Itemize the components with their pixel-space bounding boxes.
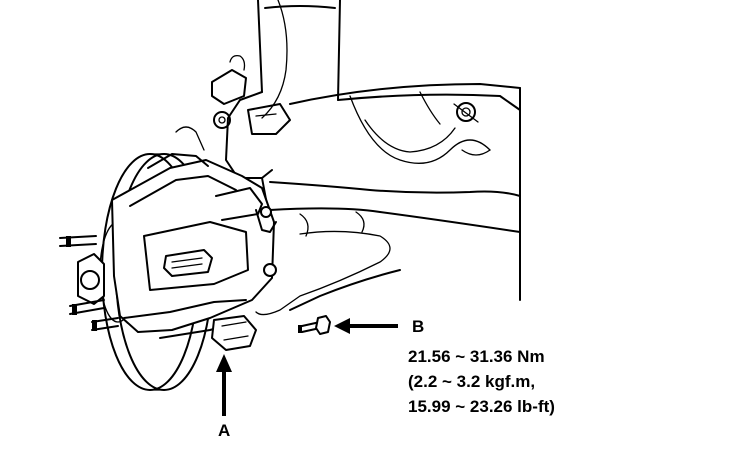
suspension-arm xyxy=(255,83,521,316)
torque-line-lbft: 15.99 ~ 23.26 lb-ft) xyxy=(408,397,555,416)
wheel-hub xyxy=(59,235,119,331)
up-arrow-icon xyxy=(216,354,232,416)
bolt-icon xyxy=(298,315,331,335)
torque-line-nm: 21.56 ~ 31.36 Nm xyxy=(408,347,545,366)
callout-b-letter: B xyxy=(412,317,424,336)
torque-line-kgfm: (2.2 ~ 3.2 kgf.m, xyxy=(408,372,535,391)
callout-a-letter: A xyxy=(218,421,230,440)
brake-caliper xyxy=(111,126,277,351)
left-arrow-icon xyxy=(334,318,398,334)
sensor-bracket xyxy=(211,54,291,135)
